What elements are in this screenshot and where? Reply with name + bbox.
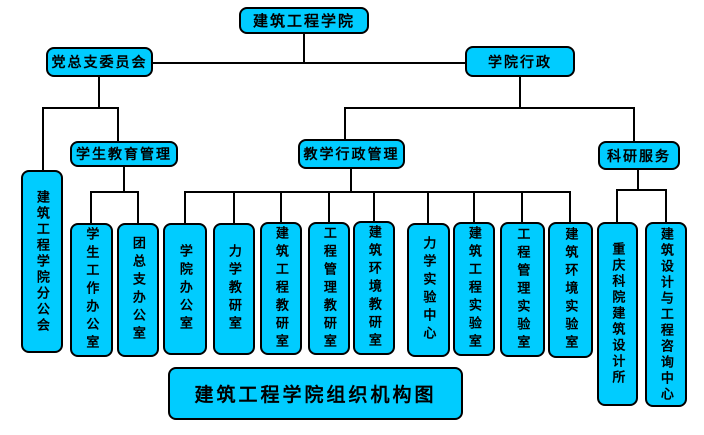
- teaching-admin-mgmt-box: 教学行政管理: [298, 139, 405, 169]
- connector-line: [90, 192, 92, 223]
- connector-line: [98, 77, 100, 109]
- college-admin-box: 学院行政: [465, 46, 575, 77]
- connector-line: [616, 190, 618, 222]
- union-branch-box: 建筑工程学院分公会: [21, 170, 63, 353]
- connector-line: [665, 190, 667, 222]
- design-consulting-center-box: 建筑设计与工程咨询中心: [645, 222, 687, 407]
- student-education-mgmt-box: 学生教育管理: [70, 141, 178, 167]
- party-committee-box: 党总支委员会: [46, 47, 153, 77]
- cq-design-institute-box: 重庆科院建筑设计所: [597, 222, 638, 406]
- building-env-teaching-office-box: 建筑环境教研室: [353, 221, 395, 355]
- connector-line: [117, 108, 119, 141]
- connector-line: [184, 192, 186, 223]
- connector-line: [42, 107, 119, 109]
- connector-line: [344, 107, 635, 109]
- connector-line: [233, 192, 235, 223]
- connector-line: [616, 189, 667, 191]
- research-service-box: 科研服务: [598, 141, 680, 170]
- connector-line: [90, 191, 139, 193]
- mechanics-teaching-office-box: 力学教研室: [213, 223, 255, 355]
- connector-line: [350, 169, 352, 193]
- connector-line: [123, 167, 125, 193]
- student-work-office-box: 学生工作办公室: [70, 223, 113, 357]
- building-env-lab-box: 建筑环境实验室: [548, 222, 593, 358]
- connector-line: [303, 33, 305, 64]
- league-branch-office-box: 团总支办公室: [117, 223, 159, 357]
- connector-line: [521, 192, 523, 223]
- connector-line: [42, 108, 44, 170]
- connector-line: [427, 192, 429, 223]
- construction-teaching-office-box: 建筑工程教研室: [260, 222, 302, 355]
- connector-line: [569, 192, 571, 223]
- connector-line: [637, 170, 639, 191]
- connector-line: [184, 191, 571, 193]
- engineering-mgmt-lab-box: 工程管理实验室: [500, 222, 545, 357]
- connector-line: [519, 77, 521, 109]
- connector-line: [328, 192, 330, 223]
- chart-title-box: 建筑工程学院组织机构图: [168, 367, 463, 420]
- connector-line: [280, 192, 282, 223]
- engineering-mgmt-teaching-office-box: 工程管理教研室: [308, 222, 350, 355]
- connector-line: [373, 192, 375, 223]
- connector-line: [473, 192, 475, 223]
- connector-line: [153, 62, 465, 64]
- mechanics-experiment-center-box: 力学实验中心: [407, 223, 450, 357]
- construction-lab-box: 建筑工程实验室: [453, 222, 495, 356]
- connector-line: [633, 108, 635, 141]
- college-office-box: 学院办公室: [163, 223, 207, 355]
- college-box: 建筑工程学院: [239, 7, 369, 34]
- connector-line: [344, 108, 346, 139]
- connector-line: [137, 192, 139, 223]
